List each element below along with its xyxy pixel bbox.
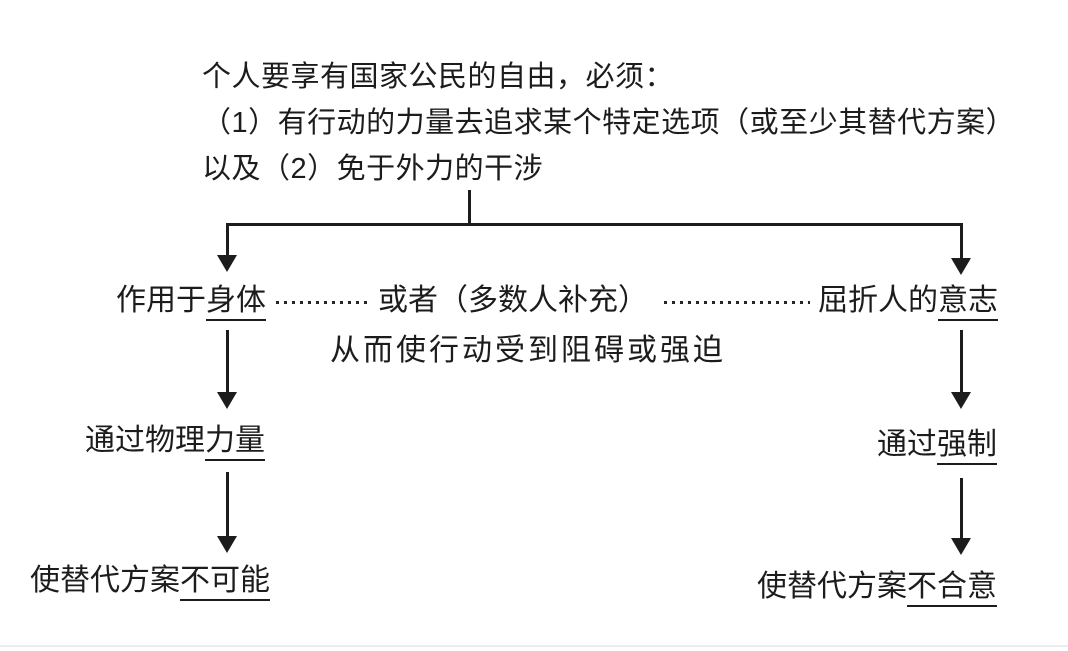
branch-connector-line bbox=[226, 223, 963, 226]
left-result-down-arrow-icon bbox=[217, 536, 237, 553]
right-result-stem-line bbox=[960, 478, 963, 540]
right-dotted-connector bbox=[664, 301, 810, 304]
right-result-prefix: 使替代方案 bbox=[757, 570, 907, 603]
right-result-down-arrow-icon bbox=[951, 538, 971, 555]
left-down-arrow-icon bbox=[217, 255, 237, 272]
left-method-prefix: 通过物理 bbox=[85, 424, 205, 457]
left-result-emphasis: 不可能 bbox=[180, 564, 270, 601]
left-method-label: 通过物理力量 bbox=[85, 424, 265, 461]
left-branch-stem-line bbox=[226, 223, 229, 257]
premise-line-3: 以及（2）免于外力的干涉 bbox=[202, 153, 544, 185]
right-branch-emphasis: 意志 bbox=[938, 284, 998, 321]
right-result-emphasis: 不合意 bbox=[907, 570, 997, 607]
left-dotted-connector bbox=[276, 301, 368, 304]
left-result-stem-line bbox=[226, 472, 229, 538]
left-method-down-arrow-icon bbox=[217, 392, 237, 409]
scan-artifact-line bbox=[0, 645, 1068, 647]
right-branch-prefix: 屈折人的 bbox=[818, 284, 938, 317]
premise-line-2: （1）有行动的力量去追求某个特定选项（或至少其替代方案） bbox=[202, 107, 1016, 139]
premise-line-1: 个人要享有国家公民的自由，必须： bbox=[202, 61, 675, 93]
right-method-down-arrow-icon bbox=[951, 392, 971, 409]
left-branch-prefix: 作用于 bbox=[116, 284, 206, 317]
caption-text: 从而使行动受到阻碍或强迫 bbox=[330, 334, 726, 367]
right-branch-label: 屈折人的意志 bbox=[818, 284, 998, 321]
left-branch-label: 作用于身体 bbox=[116, 284, 266, 321]
trunk-stem-line bbox=[468, 190, 471, 226]
right-method-emphasis: 强制 bbox=[937, 428, 997, 465]
left-result-prefix: 使替代方案 bbox=[30, 564, 180, 597]
right-method-stem-line bbox=[960, 330, 963, 394]
right-down-arrow-icon bbox=[951, 258, 971, 275]
right-branch-stem-line bbox=[960, 223, 963, 260]
left-method-stem-line bbox=[226, 330, 229, 394]
left-method-emphasis: 力量 bbox=[205, 424, 265, 461]
right-method-label: 通过强制 bbox=[877, 428, 997, 465]
right-result-label: 使替代方案不合意 bbox=[757, 570, 997, 607]
premise-text-block: 个人要享有国家公民的自由，必须： （1）有行动的力量去追求某个特定选项（或至少其… bbox=[202, 54, 1015, 192]
left-result-label: 使替代方案不可能 bbox=[30, 564, 270, 601]
left-branch-emphasis: 身体 bbox=[206, 284, 266, 321]
or-label: 或者（多数人补充） bbox=[378, 284, 648, 317]
right-method-prefix: 通过 bbox=[877, 428, 937, 461]
